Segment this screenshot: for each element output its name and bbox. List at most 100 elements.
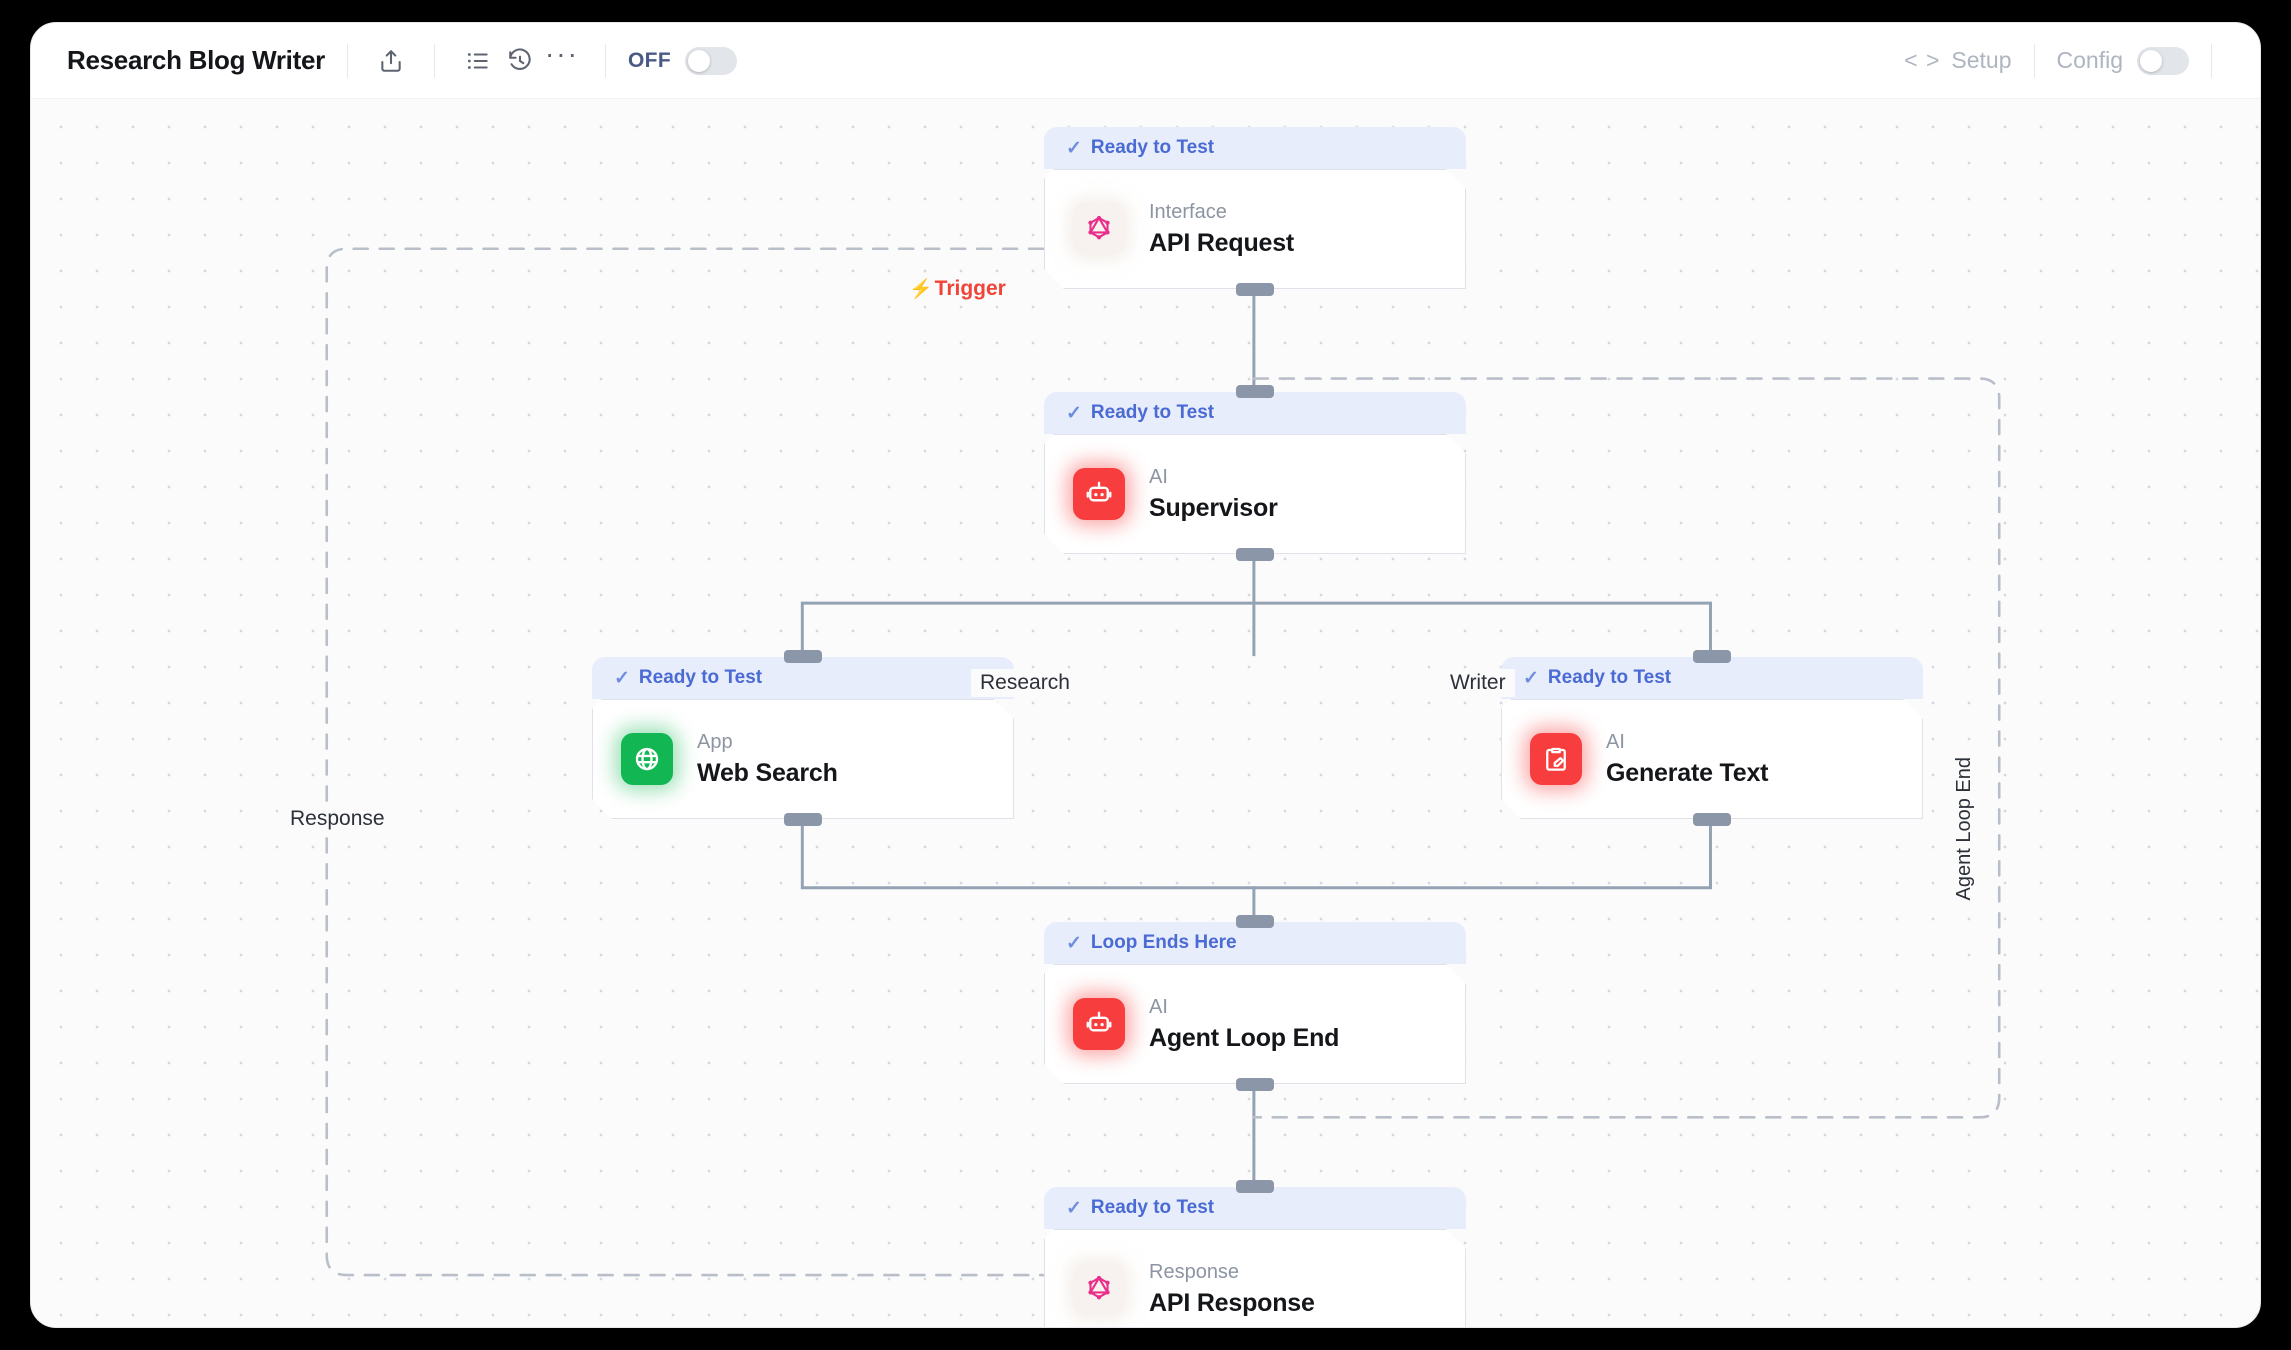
check-icon: ✓ xyxy=(614,667,630,689)
list-icon[interactable] xyxy=(457,40,499,82)
edge-label-response: Response xyxy=(281,805,394,833)
node-handle-top[interactable] xyxy=(784,650,822,663)
node-body[interactable]: Interface API Request xyxy=(1044,169,1466,289)
workflow-app-window: Research Blog Writer ··· OFF xyxy=(30,22,2261,1328)
workflow-node-web-search[interactable]: ✓ Ready to Test App Web Search xyxy=(592,657,1014,819)
edge-label-research: Research xyxy=(971,669,1079,697)
node-handle-top[interactable] xyxy=(1236,385,1274,398)
config-toggle-knob xyxy=(2140,49,2162,72)
node-text-group: App Web Search xyxy=(697,731,838,788)
header-divider-3 xyxy=(604,43,606,78)
node-status-badge: ✓ Ready to Test xyxy=(1501,657,1923,699)
config-toggle[interactable] xyxy=(2137,46,2189,75)
check-icon: ✓ xyxy=(1066,137,1082,159)
node-status-label: Ready to Test xyxy=(1090,1197,1215,1218)
workflow-node-supervisor[interactable]: ✓ Ready to Test AI Supervisor xyxy=(1044,392,1466,554)
node-kind-label: Response xyxy=(1149,1260,1240,1283)
node-handles-agent-loop-end xyxy=(1044,915,1466,1091)
node-kind-label: AI xyxy=(1149,465,1168,488)
node-status-label: Loop Ends Here xyxy=(1090,932,1237,953)
config-label: Config xyxy=(2056,47,2123,73)
config-button[interactable]: Config xyxy=(2057,47,2123,74)
workflow-node-generate-text[interactable]: ✓ Ready to Test AI Generate Text xyxy=(1501,657,1923,819)
node-body[interactable]: App Web Search xyxy=(592,699,1014,819)
setup-button[interactable]: < > Setup xyxy=(1904,47,2011,74)
node-status-badge: ✓ Loop Ends Here xyxy=(1044,922,1466,964)
lightning-bolt-icon: ⚡ xyxy=(909,279,933,300)
page-title: Research Blog Writer xyxy=(67,45,325,75)
node-title: Web Search xyxy=(697,758,838,787)
node-body[interactable]: AI Supervisor xyxy=(1044,434,1466,554)
node-title: Supervisor xyxy=(1149,493,1278,522)
power-state-label: OFF xyxy=(627,48,672,72)
node-handles-web-search xyxy=(592,650,1014,826)
code-brackets-icon: < > xyxy=(1904,47,1941,73)
clipboard-pencil-icon xyxy=(1530,733,1582,785)
workflow-node-api-request[interactable]: ✓ Ready to Test Interface API Request xyxy=(1044,127,1466,289)
header-divider-1 xyxy=(346,43,348,78)
power-toggle[interactable] xyxy=(685,46,738,75)
node-title: API Request xyxy=(1149,228,1295,257)
node-status-badge: ✓ Ready to Test xyxy=(1044,127,1466,169)
node-kind-label: AI xyxy=(1606,730,1625,753)
graphql-hexagon-icon xyxy=(1073,203,1125,255)
node-kind-label: AI xyxy=(1149,995,1168,1018)
node-text-group: AI Generate Text xyxy=(1606,731,1768,788)
header-divider-4 xyxy=(2033,43,2035,78)
node-kind-label: Interface xyxy=(1149,200,1227,223)
node-text-group: AI Supervisor xyxy=(1149,466,1278,523)
node-status-label: Ready to Test xyxy=(638,667,763,688)
robot-icon xyxy=(1073,468,1125,520)
power-toggle-knob xyxy=(688,49,711,72)
node-status-label: Ready to Test xyxy=(1090,137,1215,158)
node-handles-supervisor xyxy=(1044,385,1466,561)
node-status-badge: ✓ Ready to Test xyxy=(1044,392,1466,434)
node-kind-label: App xyxy=(697,730,733,753)
node-text-group: AI Agent Loop End xyxy=(1149,996,1339,1053)
node-handle-top[interactable] xyxy=(1236,1180,1274,1193)
node-text-group: Response API Response xyxy=(1149,1261,1315,1318)
node-status-label: Ready to Test xyxy=(1547,667,1672,688)
header-divider-5 xyxy=(2211,43,2212,78)
check-icon: ✓ xyxy=(1523,667,1539,689)
more-options-button[interactable]: ··· xyxy=(544,37,579,69)
node-status-badge: ✓ Ready to Test xyxy=(592,657,1014,699)
share-upload-icon[interactable] xyxy=(370,40,412,82)
edge-label-writer: Writer xyxy=(1441,669,1515,697)
node-title: API Response xyxy=(1149,1288,1315,1317)
workflow-node-agent-loop-end[interactable]: ✓ Loop Ends Here AI Agent Loop End xyxy=(1044,922,1466,1084)
workflow-node-api-response[interactable]: ✓ Ready to Test Response API Response xyxy=(1044,1187,1466,1328)
history-icon[interactable] xyxy=(499,40,541,82)
globe-icon xyxy=(621,733,673,785)
edge-label-trigger: ⚡ Trigger xyxy=(903,275,1012,303)
node-body[interactable]: Response API Response xyxy=(1044,1229,1466,1328)
node-handle-bottom[interactable] xyxy=(1693,813,1731,826)
node-text-group: Interface API Request xyxy=(1149,201,1294,258)
node-handle-top[interactable] xyxy=(1236,915,1274,928)
node-handle-top[interactable] xyxy=(1693,650,1731,663)
check-icon: ✓ xyxy=(1066,932,1082,954)
node-handle-bottom[interactable] xyxy=(1236,548,1274,561)
loop-boundary-label: Agent Loop End xyxy=(1951,749,1978,909)
node-body[interactable]: AI Agent Loop End xyxy=(1044,964,1466,1084)
node-handle-bottom[interactable] xyxy=(784,813,822,826)
header-right-group: < > Setup Config xyxy=(1904,43,2234,78)
node-status-label: Ready to Test xyxy=(1090,402,1215,423)
setup-label: Setup xyxy=(1951,47,2012,73)
node-handle-bottom[interactable] xyxy=(1236,1078,1274,1091)
connection-wires xyxy=(325,247,2001,1277)
app-header: Research Blog Writer ··· OFF xyxy=(31,23,2260,99)
check-icon: ✓ xyxy=(1066,1197,1082,1219)
node-handle-bottom[interactable] xyxy=(1236,283,1274,296)
node-handles-generate-text xyxy=(1501,650,1923,826)
header-divider-2 xyxy=(433,43,435,78)
node-handles-api-response xyxy=(1044,1180,1466,1327)
robot-icon xyxy=(1073,998,1125,1050)
check-icon: ✓ xyxy=(1066,402,1082,424)
workflow-canvas[interactable]: ⚡ Trigger Research Writer Response Agent… xyxy=(31,99,2260,1327)
node-title: Agent Loop End xyxy=(1149,1023,1340,1052)
node-body[interactable]: AI Generate Text xyxy=(1501,699,1923,819)
graphql-hexagon-icon xyxy=(1073,1263,1125,1315)
node-handles-api-request xyxy=(1044,127,1466,296)
node-status-badge: ✓ Ready to Test xyxy=(1044,1187,1466,1229)
